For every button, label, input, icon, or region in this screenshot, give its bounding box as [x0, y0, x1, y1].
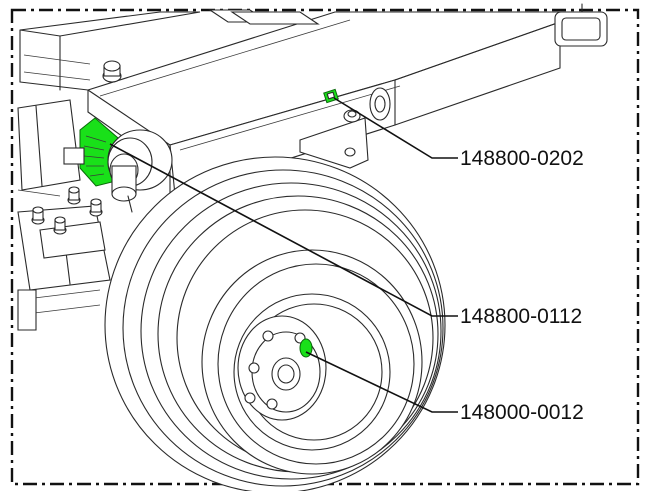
callout-label-148800-0202: 148800-0202: [460, 147, 584, 170]
spring-hanger-bracket: [299, 87, 391, 169]
leader-148800-0112: [109, 143, 458, 317]
callout-label-148000-0012: 148000-0012: [460, 401, 584, 424]
frame-bolt-group: [31, 186, 103, 235]
leader-lines: [109, 97, 458, 413]
lug-nuts: [244, 330, 306, 410]
part-148000-0012-highlight: [299, 338, 313, 358]
callout-label-148800-0112: 148800-0112: [460, 305, 582, 328]
wheel-rim: [233, 293, 391, 451]
frame-bolt: [102, 60, 122, 83]
leader-148000-0012: [305, 351, 458, 413]
upper-right-bracket: [554, 3, 608, 47]
deck-plate: [19, 9, 320, 91]
left-housing: [17, 99, 81, 197]
leader-148800-0202: [333, 97, 458, 159]
lower-frame-bracket: [17, 205, 111, 331]
